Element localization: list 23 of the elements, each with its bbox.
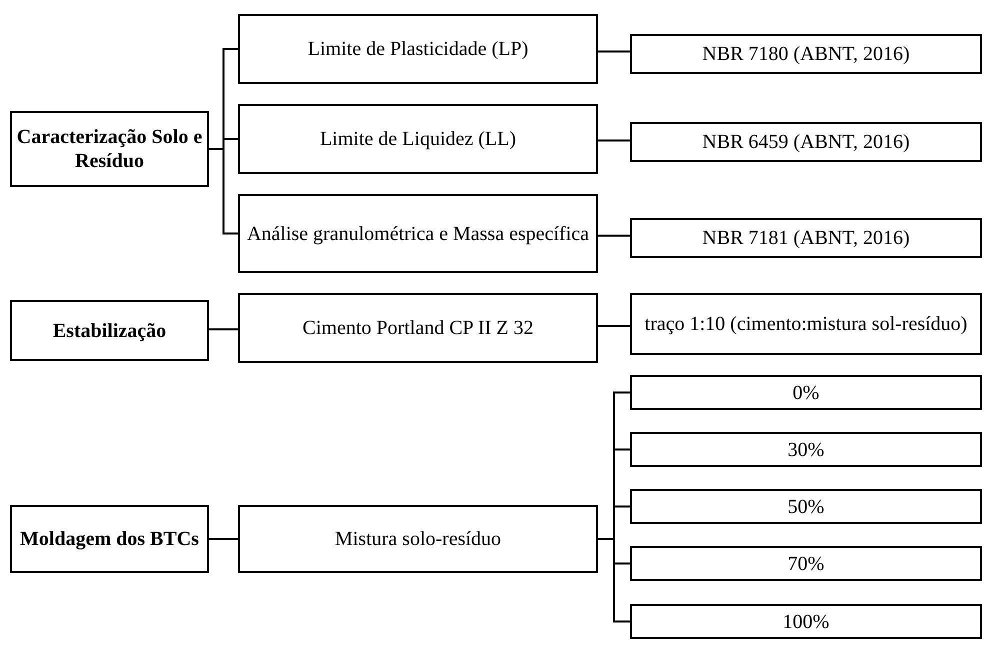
category-box: Estabilização	[10, 300, 209, 361]
process-box: Limite de Plasticidade (LP)	[238, 14, 598, 84]
process-box: Cimento Portland CP II Z 32	[238, 293, 598, 363]
connector-line	[598, 325, 630, 327]
process-box: 30%	[630, 432, 982, 467]
process-box: traço 1:10 (cimento:mistura sol-resíduo)	[630, 293, 982, 355]
connector-line	[598, 234, 630, 237]
process-box: 70%	[630, 546, 982, 581]
process-box: Mistura solo-resíduo	[238, 505, 598, 573]
connector-line	[209, 538, 238, 540]
category-box: Caracterização Solo e Resíduo	[10, 111, 209, 187]
process-box: 100%	[630, 604, 982, 639]
connector-line	[209, 328, 238, 330]
process-box: 0%	[630, 375, 982, 410]
process-box: 50%	[630, 489, 982, 524]
connector-line	[598, 50, 630, 52]
category-box: Moldagem dos BTCs	[10, 505, 209, 573]
process-box: NBR 6459 (ABNT, 2016)	[630, 122, 982, 162]
process-box: NBR 7181 (ABNT, 2016)	[630, 218, 982, 258]
process-box: NBR 7180 (ABNT, 2016)	[630, 34, 982, 74]
process-box: Análise granulométrica e Massa específica	[238, 194, 598, 273]
process-box: Limite de Liquidez (LL)	[238, 104, 598, 174]
connector-line	[598, 140, 630, 142]
